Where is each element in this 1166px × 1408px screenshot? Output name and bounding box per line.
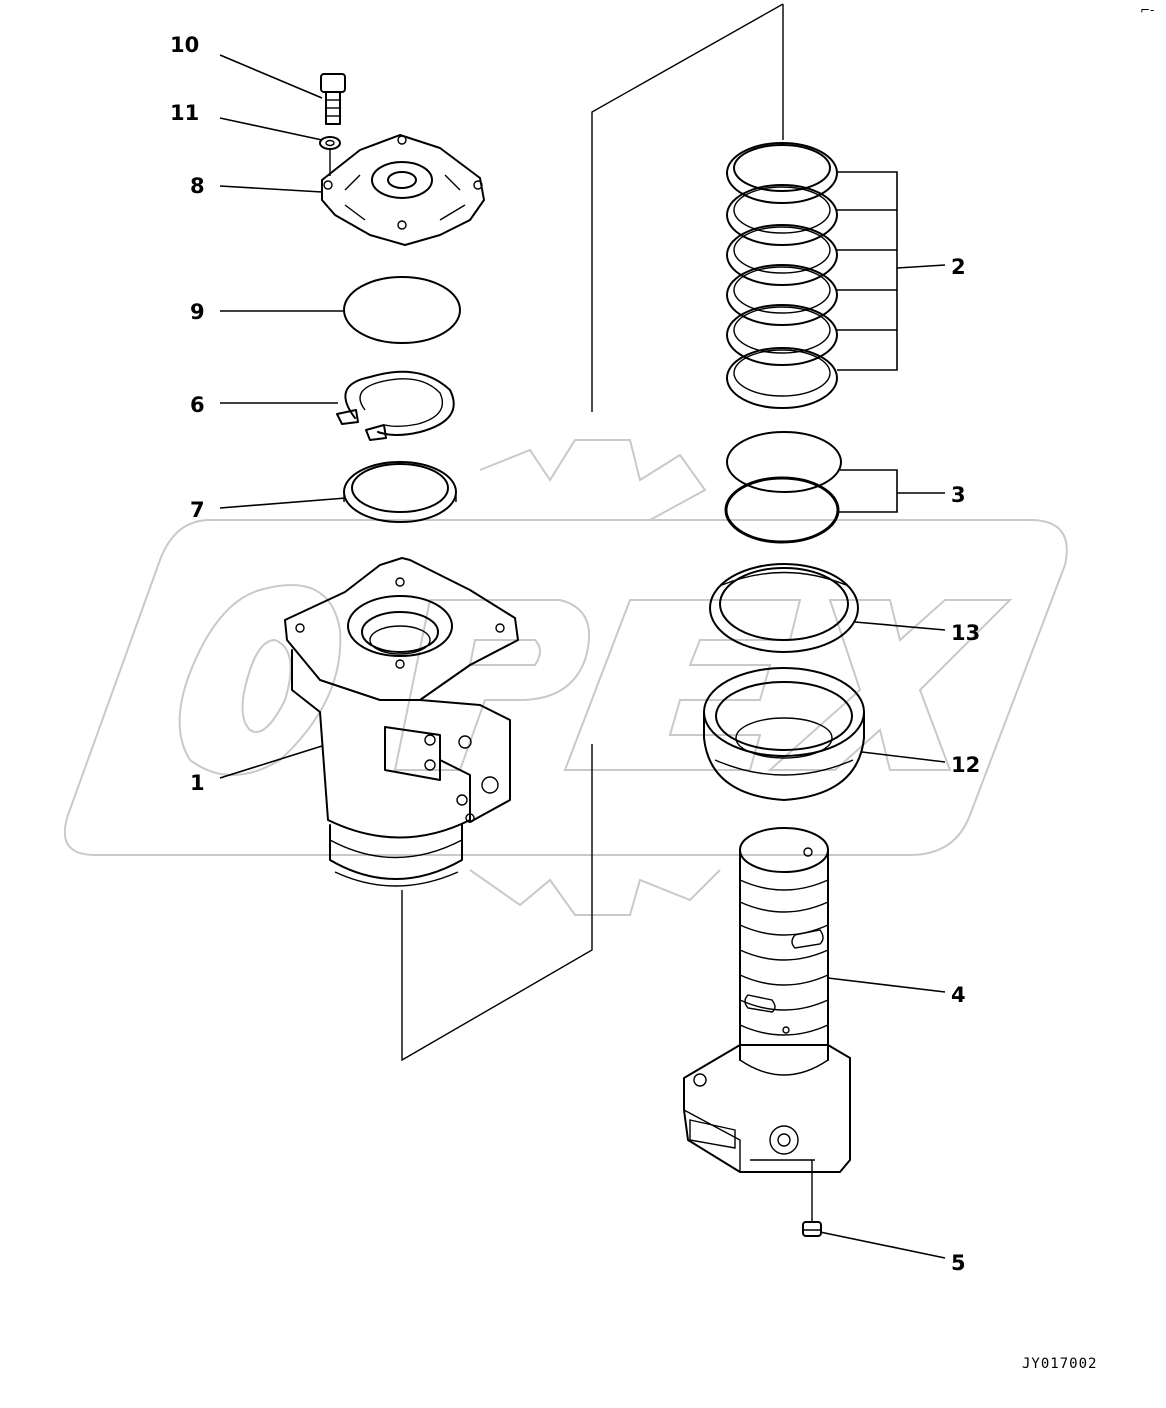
part-8-cover: [321, 134, 485, 246]
leader-12: [861, 751, 946, 763]
part-12-shroud: [703, 667, 865, 801]
part-1-body: [284, 557, 519, 887]
leader-7: [219, 497, 347, 509]
watermark-letter-e: [563, 599, 802, 771]
part-7-ring: [343, 461, 457, 523]
watermark-letter-p: [393, 599, 591, 771]
callout-labels: 10 11 8 9 6 7 1 2 3 13 12 4 5: [170, 33, 980, 1275]
leader-10: [219, 54, 323, 99]
part-5-plug: [802, 1160, 822, 1237]
callout-9: 9: [190, 300, 205, 324]
callout-12: 12: [951, 753, 980, 777]
leader-13: [854, 621, 946, 631]
callout-10: 10: [170, 33, 199, 57]
part-10-bolt: [320, 73, 346, 125]
leader-2-bracket: [837, 171, 898, 371]
part-2-seal-rings: [726, 142, 838, 409]
watermark: [63, 439, 1068, 916]
watermark-letter-x: [767, 599, 1013, 771]
callout-7: 7: [190, 498, 205, 522]
axis-line-lower: [401, 744, 593, 1062]
callout-4: 4: [951, 983, 966, 1007]
part-11-washer: [319, 136, 341, 176]
leader-8: [219, 185, 323, 193]
callout-3: 3: [951, 483, 966, 507]
drawing-code: JY017002: [1022, 1356, 1097, 1372]
leader-11: [219, 117, 323, 141]
axis-line-upper-left: [591, 3, 784, 412]
leader-5: [819, 1231, 946, 1259]
axis-lines: [401, 3, 784, 1062]
part-4-shaft: [683, 827, 851, 1173]
part-6-snap-ring: [336, 370, 455, 441]
leader-1: [219, 745, 323, 779]
callout-13: 13: [951, 621, 980, 645]
leader-lines: [219, 54, 946, 1259]
callout-6: 6: [190, 393, 205, 417]
callout-1: 1: [190, 771, 205, 795]
part-9-o-ring: [343, 276, 461, 344]
watermark-rounded-band: [63, 519, 1068, 856]
callout-8: 8: [190, 174, 205, 198]
leader-3-bracket: [838, 469, 898, 513]
callout-11: 11: [170, 101, 199, 125]
part-13-ring: [709, 563, 859, 653]
watermark-letter-o: [178, 584, 342, 776]
watermark-gear: [469, 439, 721, 916]
callout-5: 5: [951, 1251, 966, 1275]
part-3-o-rings: [724, 431, 842, 544]
leader-4: [827, 977, 946, 993]
callout-2: 2: [951, 255, 966, 279]
corner-mark: ⌐-: [1140, 3, 1154, 17]
